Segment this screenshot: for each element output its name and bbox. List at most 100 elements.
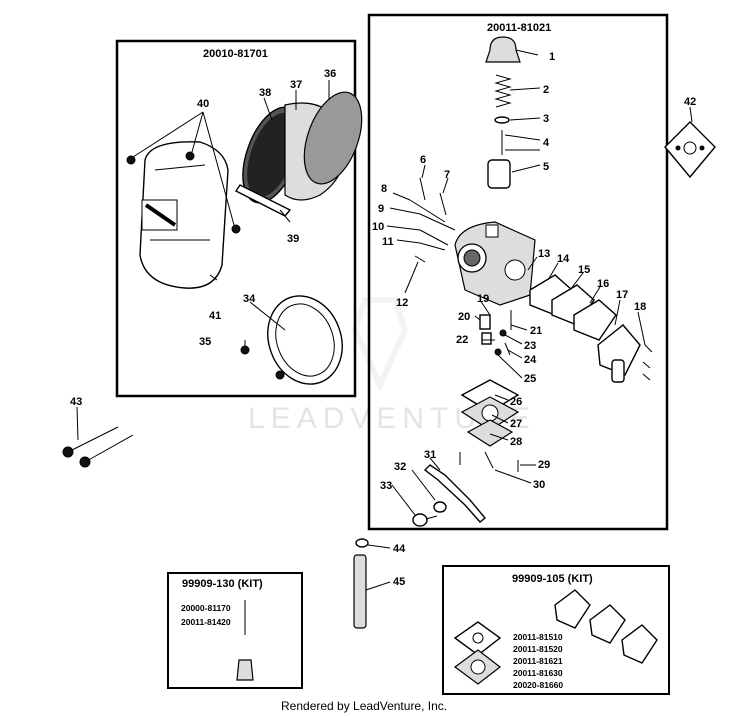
callout-12: 12 xyxy=(396,297,408,309)
air-filter-assembly-box: 20010-81701 xyxy=(115,39,363,398)
callout-26: 26 xyxy=(510,396,522,408)
screw-11 xyxy=(419,242,446,251)
callout-9: 9 xyxy=(378,203,384,215)
callout-38: 38 xyxy=(259,87,271,99)
tube-44-45: 44 45 xyxy=(353,538,406,629)
kit-130-part-1: 20000-81170 xyxy=(181,603,231,613)
screw-40c xyxy=(231,224,241,234)
callout-36: 36 xyxy=(324,68,336,80)
carburetor-assembly-box: 20011-81021 xyxy=(367,13,669,531)
clamp-band xyxy=(267,295,343,385)
callout-16: 16 xyxy=(597,278,609,290)
callout-27: 27 xyxy=(510,418,522,430)
callout-45: 45 xyxy=(393,576,405,588)
callout-13: 13 xyxy=(538,248,550,260)
kit-105-part-3: 20011-81621 xyxy=(513,656,563,666)
diaphragm-16 xyxy=(573,299,617,341)
callout-34: 34 xyxy=(243,293,256,305)
callout-22: 22 xyxy=(456,334,468,346)
kit-105-title: 99909-105 (KIT) xyxy=(512,573,593,585)
fuel-fitting xyxy=(611,359,625,383)
callout-29: 29 xyxy=(538,459,550,471)
callout-43: 43 xyxy=(70,396,82,408)
lever-31 xyxy=(423,464,486,523)
callout-32: 32 xyxy=(394,461,406,473)
callout-25: 25 xyxy=(524,373,536,385)
screws-29 xyxy=(459,452,519,472)
kit-130-part-2: 20011-81420 xyxy=(181,617,231,627)
throttle-slide xyxy=(487,159,511,189)
callout-2: 2 xyxy=(543,84,549,96)
spring-2 xyxy=(494,74,512,108)
screw-12 xyxy=(414,255,426,263)
spring-30 xyxy=(484,451,494,469)
screw-8 xyxy=(409,199,446,223)
e-clip xyxy=(494,116,510,124)
callout-8: 8 xyxy=(381,183,387,195)
callout-14: 14 xyxy=(557,253,570,265)
callout-6: 6 xyxy=(420,154,426,166)
callout-42: 42 xyxy=(684,96,696,108)
filter-screen xyxy=(303,91,363,185)
callout-15: 15 xyxy=(578,264,590,276)
footer-credit: Rendered by LeadVenture, Inc. xyxy=(281,699,447,713)
callout-21: 21 xyxy=(530,325,542,337)
pin-23 xyxy=(499,329,507,337)
jet-22 xyxy=(481,332,492,345)
callout-11: 11 xyxy=(382,236,394,248)
callout-7: 7 xyxy=(444,169,450,181)
callout-40: 40 xyxy=(197,98,209,110)
kit-105-box: 99909-105 (KIT) 20011-81510 20011-81520 … xyxy=(442,565,670,695)
screw-35 xyxy=(240,345,250,355)
spring-7 xyxy=(439,192,447,216)
callout-39: 39 xyxy=(287,233,299,245)
callout-4: 4 xyxy=(543,137,550,149)
callout-23: 23 xyxy=(524,340,536,352)
callout-28: 28 xyxy=(510,436,522,448)
callout-19: 19 xyxy=(477,293,489,305)
spring-9 xyxy=(419,213,456,231)
carburetor-assembly-number: 20011-81021 xyxy=(487,22,551,34)
callout-33: 33 xyxy=(380,480,392,492)
spring-24 xyxy=(504,342,511,356)
kit-105-part-4: 20011-81630 xyxy=(513,668,563,678)
screw-10 xyxy=(419,229,449,246)
kit-105-part-1: 20011-81510 xyxy=(513,632,563,642)
screws-18 xyxy=(642,344,653,381)
kit-130-box: 99909-130 (KIT) 20000-81170 20011-81420 xyxy=(167,572,303,689)
diaphragm-27-center xyxy=(481,404,499,422)
callout-31: 31 xyxy=(424,449,436,461)
callout-44: 44 xyxy=(393,543,406,555)
air-filter-assembly-number: 20010-81701 xyxy=(203,48,268,60)
kit-105-part-2: 20011-81520 xyxy=(513,644,563,654)
callout-17: 17 xyxy=(616,289,628,301)
callout-30: 30 xyxy=(533,479,545,491)
callout-18: 18 xyxy=(634,301,646,313)
screw-25 xyxy=(494,348,502,356)
callout-24: 24 xyxy=(524,354,537,366)
pump-cover-17 xyxy=(597,324,641,376)
screw-6 xyxy=(419,177,426,201)
callout-5: 5 xyxy=(543,161,549,173)
jet-20 xyxy=(479,314,491,330)
callout-1: 1 xyxy=(549,51,555,63)
screw-40a xyxy=(126,155,136,165)
callout-20: 20 xyxy=(458,311,470,323)
kit-130-title: 99909-130 (KIT) xyxy=(182,578,263,590)
throttle-cap xyxy=(485,36,521,63)
callout-41: 41 xyxy=(209,310,221,322)
callout-10: 10 xyxy=(372,221,384,233)
watermark-logo xyxy=(351,297,409,393)
callout-35: 35 xyxy=(199,336,211,348)
bolts-43: 43 xyxy=(62,396,134,468)
screw-40b xyxy=(185,151,195,161)
screw-34 xyxy=(275,370,285,380)
screw-33 xyxy=(412,513,428,527)
callout-37: 37 xyxy=(290,79,302,91)
kit-105-part-5: 20020-81660 xyxy=(513,680,563,690)
gasket-42: 42 xyxy=(664,96,716,179)
callout-3: 3 xyxy=(543,113,549,125)
carburetor-body xyxy=(454,221,536,306)
pin-32 xyxy=(433,501,447,513)
